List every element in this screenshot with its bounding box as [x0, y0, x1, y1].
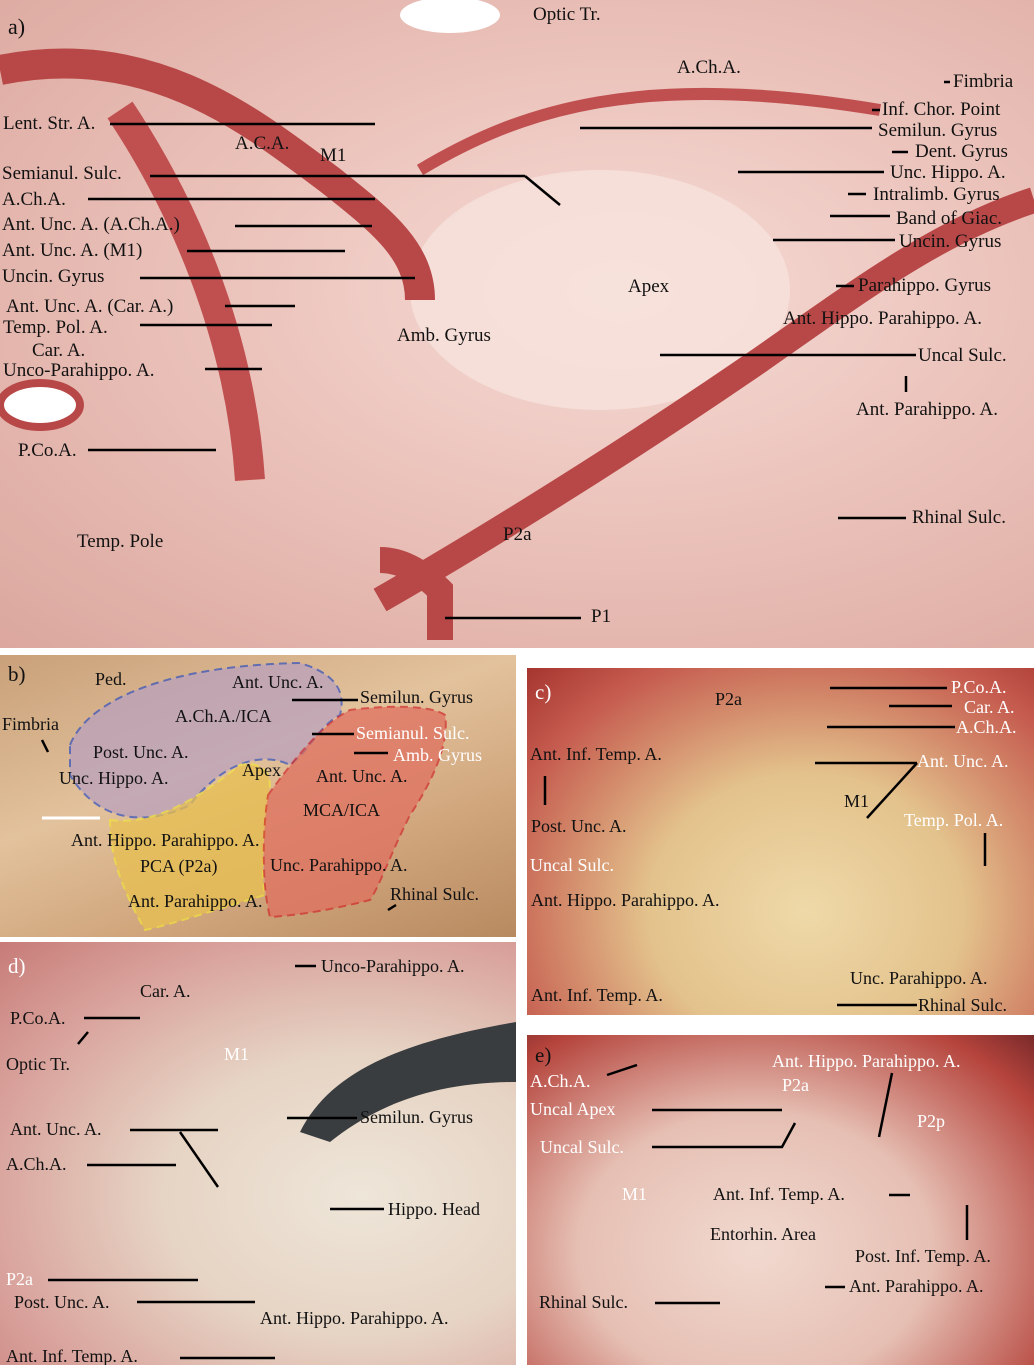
label: Ant. Inf. Temp. A.: [530, 744, 662, 764]
label: Temp. Pole: [77, 531, 164, 552]
label: Amb. Gyrus: [397, 325, 491, 346]
label: Entorhin. Area: [710, 1224, 816, 1244]
label: Ant. Inf. Temp. A.: [531, 985, 663, 1005]
label: Ant. Unc. A. (M1): [2, 240, 143, 261]
panel-letter: a): [8, 14, 26, 39]
label: PCA (P2a): [140, 856, 218, 876]
label: Uncal Sulc.: [540, 1137, 624, 1157]
label: P.Co.A.: [951, 677, 1007, 697]
panel-letter: e): [535, 1043, 552, 1067]
label: P2a: [782, 1075, 809, 1095]
label: Amb. Gyrus: [393, 745, 482, 765]
label: Rhinal Sulc.: [912, 507, 1006, 528]
label: P.Co.A.: [10, 1008, 66, 1028]
label: M1: [844, 791, 870, 811]
label: Ant. Hippo. Parahippo. A.: [260, 1308, 449, 1328]
label: MCA/ICA: [303, 800, 381, 820]
label: Ant. Unc. A.: [316, 766, 408, 786]
label: Ant. Unc. A.: [917, 751, 1009, 771]
label: Rhinal Sulc.: [390, 884, 479, 904]
label: A.Ch.A.: [956, 717, 1017, 737]
label: A.C.A.: [235, 133, 290, 154]
panel-letter: d): [8, 954, 26, 978]
panel-a-illustration: a) Optic Tr. A.Ch.A. Fimbria Inf. Chor. …: [0, 0, 1034, 648]
panel-c-photo: c) P2a P.Co.A. Car. A. A.Ch.A. Ant. Unc.…: [527, 668, 1034, 1015]
label: Hippo. Head: [388, 1199, 480, 1219]
label: Apex: [242, 760, 281, 780]
label: Post. Unc. A.: [93, 742, 189, 762]
label: M1: [320, 145, 347, 166]
label: Semianul. Sulc.: [356, 723, 470, 743]
label: Ant. Parahippo. A.: [128, 891, 263, 911]
panel-b-photo: b) Ped. Ant. Unc. A. Semilun. Gyrus Fimb…: [0, 655, 516, 937]
label: Uncin. Gyrus: [2, 266, 105, 287]
label: P2p: [917, 1111, 946, 1131]
label: M1: [622, 1184, 648, 1204]
label: Car. A.: [964, 697, 1015, 717]
label: A.Ch.A.: [6, 1154, 67, 1174]
label: Fimbria: [2, 714, 59, 734]
label: P1: [591, 606, 612, 627]
label: Ped.: [95, 669, 127, 689]
label: A.Ch.A.: [2, 189, 66, 210]
label: Unc. Parahippo. A.: [270, 855, 408, 875]
label: Unc. Hippo. A.: [890, 162, 1006, 183]
label: Dent. Gyrus: [915, 141, 1008, 162]
label: Rhinal Sulc.: [918, 995, 1007, 1015]
label: Car. A.: [32, 340, 86, 361]
label: Post. Unc. A.: [14, 1292, 110, 1312]
label: Band of Giac.: [896, 208, 1003, 229]
label: Uncin. Gyrus: [899, 231, 1002, 252]
label: Semilun. Gyrus: [878, 120, 998, 141]
label: Semilun. Gyrus: [360, 1107, 474, 1127]
label: Ant. Hippo. Parahippo. A.: [531, 890, 720, 910]
label: Ant. Inf. Temp. A.: [6, 1346, 138, 1365]
label: Ant. Unc. A.: [232, 672, 324, 692]
label: Temp. Pol. A.: [904, 810, 1004, 830]
label: Uncal Apex: [530, 1099, 616, 1119]
label: A.Ch.A./ICA: [175, 706, 272, 726]
label: Ant. Parahippo. A.: [856, 399, 998, 420]
label: P2a: [6, 1269, 33, 1289]
label: Ant. Hippo. Parahippo. A.: [783, 308, 982, 329]
label: P2a: [503, 524, 532, 545]
label: Uncal Sulc.: [530, 855, 614, 875]
label: Uncal Sulc.: [918, 345, 1007, 366]
label: Ant. Inf. Temp. A.: [713, 1184, 845, 1204]
label: Temp. Pol. A.: [3, 317, 108, 338]
label: Parahippo. Gyrus: [858, 275, 991, 296]
label: Semilun. Gyrus: [360, 687, 474, 707]
label: Inf. Chor. Point: [882, 99, 1001, 120]
label: Post. Inf. Temp. A.: [855, 1246, 991, 1266]
label: Fimbria: [953, 71, 1014, 92]
label: Unco-Parahippo. A.: [321, 956, 465, 976]
panel-letter: c): [535, 680, 552, 704]
label: Car. A.: [140, 981, 191, 1001]
label: Post. Unc. A.: [531, 816, 627, 836]
panel-e-photo: e) Ant. Hippo. Parahippo. A. A.Ch.A. P2a…: [527, 1035, 1034, 1365]
label: Ant. Unc. A. (Car. A.): [6, 296, 174, 317]
label: Unc. Parahippo. A.: [850, 968, 988, 988]
label: Optic Tr.: [6, 1054, 71, 1074]
label: Unc. Hippo. A.: [59, 768, 169, 788]
label: Lent. Str. A.: [3, 113, 96, 134]
label: P.Co.A.: [18, 440, 77, 461]
label: A.Ch.A.: [677, 57, 741, 78]
panel-letter: b): [8, 662, 26, 686]
label: Ant. Hippo. Parahippo. A.: [71, 830, 260, 850]
label: Apex: [628, 276, 670, 297]
label: Ant. Unc. A. (A.Ch.A.): [2, 214, 180, 235]
panel-d-photo: d) Unco-Parahippo. A. Car. A. P.Co.A. Op…: [0, 942, 516, 1365]
label: P2a: [715, 689, 742, 709]
label: Ant. Hippo. Parahippo. A.: [772, 1051, 961, 1071]
label: Optic Tr.: [533, 4, 601, 25]
label: Intralimb. Gyrus: [873, 184, 1000, 205]
label: Ant. Unc. A.: [10, 1119, 102, 1139]
label: M1: [224, 1044, 250, 1064]
label: Ant. Parahippo. A.: [849, 1276, 984, 1296]
label: Semianul. Sulc.: [2, 163, 122, 184]
label: Unco-Parahippo. A.: [3, 360, 155, 381]
label: A.Ch.A.: [530, 1071, 591, 1091]
label: Rhinal Sulc.: [539, 1292, 628, 1312]
